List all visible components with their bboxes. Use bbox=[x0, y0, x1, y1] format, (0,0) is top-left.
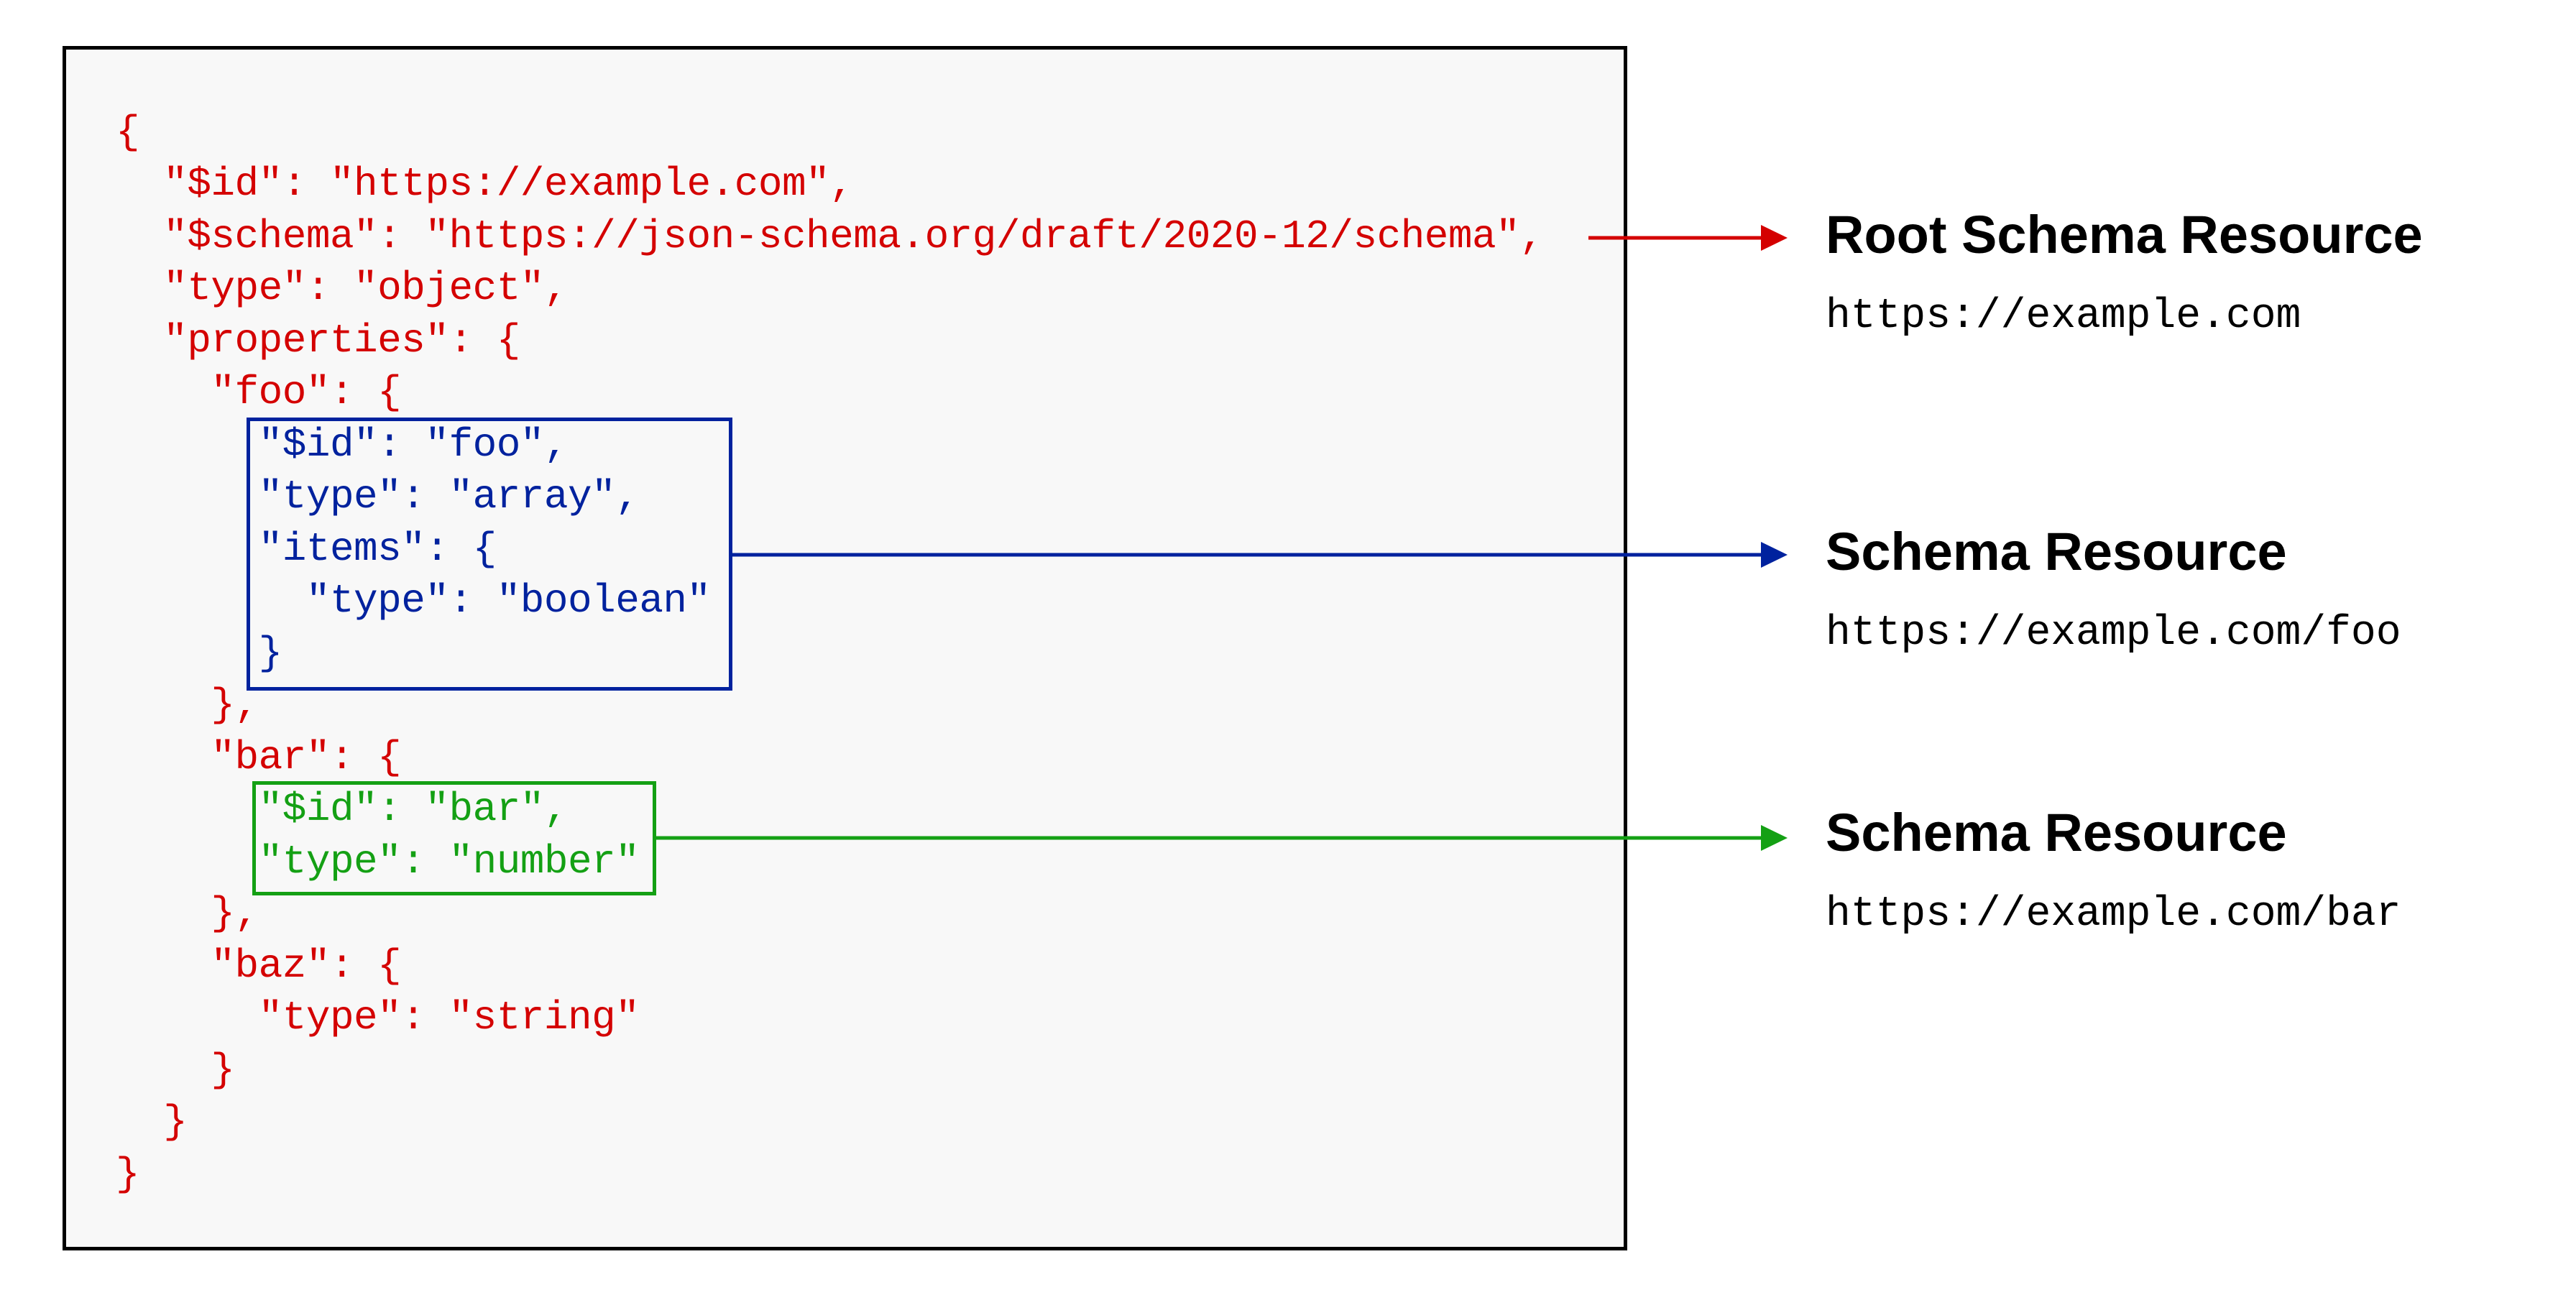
code-line: "items": { bbox=[116, 526, 497, 572]
code-line: "bar": { bbox=[116, 734, 402, 780]
code-line: "$id": "https://example.com", bbox=[116, 161, 854, 207]
bar-resource-title: Schema Resource bbox=[1826, 803, 2287, 862]
code-line: { bbox=[116, 109, 140, 155]
foo-resource-highlight-box bbox=[247, 418, 732, 691]
code-line: "type": "number" bbox=[116, 839, 640, 885]
root-arrow bbox=[1588, 225, 1788, 251]
code-line: } bbox=[116, 1099, 188, 1145]
code-line: "$id": "bar", bbox=[116, 786, 569, 832]
foo-arrow bbox=[732, 542, 1788, 568]
bar-arrow bbox=[656, 825, 1788, 851]
json-schema-code-panel bbox=[63, 46, 1627, 1250]
code-line: }, bbox=[116, 890, 259, 936]
code-line: "type": "object", bbox=[116, 265, 569, 311]
foo-resource-title: Schema Resource bbox=[1826, 522, 2287, 581]
code-line: "$id": "foo", bbox=[116, 422, 569, 468]
code-line: } bbox=[116, 1047, 235, 1093]
root-resource-url: https://example.com bbox=[1826, 293, 2301, 340]
foo-resource-url: https://example.com/foo bbox=[1826, 610, 2401, 657]
code-line: "type": "string" bbox=[116, 995, 640, 1041]
root-resource-title: Root Schema Resource bbox=[1826, 205, 2423, 264]
bar-resource-url: https://example.com/bar bbox=[1826, 891, 2401, 938]
code-line: "$schema": "https://json-schema.org/draf… bbox=[116, 213, 1544, 259]
code-line: "foo": { bbox=[116, 369, 402, 415]
code-line: "properties": { bbox=[116, 318, 520, 364]
code-line: "type": "boolean" bbox=[116, 578, 711, 624]
code-line: "baz": { bbox=[116, 943, 402, 989]
code-line: } bbox=[116, 1151, 140, 1197]
bar-resource-highlight-box bbox=[252, 781, 656, 895]
code-line: "type": "array", bbox=[116, 474, 640, 520]
code-line: } bbox=[116, 630, 283, 676]
